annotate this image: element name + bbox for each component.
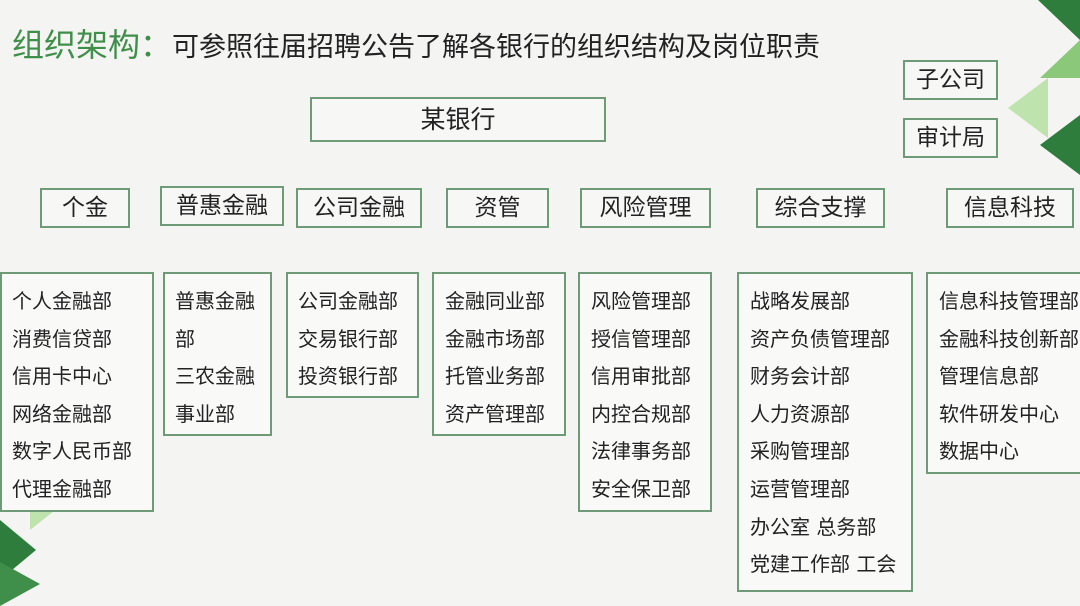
list-item: 管理信息部: [939, 364, 1039, 389]
list-item: 资产管理部: [445, 401, 545, 426]
category-header: 信息科技: [946, 188, 1074, 228]
list-item: 安全保卫部: [591, 476, 691, 501]
left-triangle-green: [0, 562, 40, 606]
side-box-audit: 审计局: [903, 118, 998, 158]
list-item: 信用审批部: [591, 364, 691, 389]
list-item: 资产负债管理部: [750, 326, 890, 351]
category-list-retail: 个人金融部 消费信贷部 信用卡中心 网络金融部 数字人民币部 代理金融部: [0, 272, 154, 512]
corner-triangle-light: [1040, 40, 1080, 78]
category-header: 综合支撑: [756, 188, 885, 228]
list-item: 金融科技创新部: [939, 326, 1079, 351]
right-triangle-dark: [1040, 115, 1080, 175]
list-item: 普惠金融: [175, 289, 255, 313]
category-header: 个金: [40, 188, 130, 228]
root-node: 某银行: [310, 97, 606, 142]
list-item: 事业部: [175, 401, 235, 426]
list-item: 信息科技管理部: [939, 289, 1079, 313]
title-prefix: 组织架构：: [12, 26, 173, 64]
list-item: 财务会计部: [750, 364, 850, 389]
list-item: 托管业务部: [445, 364, 545, 389]
list-item: 软件研发中心: [939, 401, 1059, 426]
list-item: 金融同业部: [445, 289, 545, 313]
list-item: 数字人民币部: [12, 439, 132, 464]
corner-triangle-dark: [1038, 0, 1080, 40]
category-header: 普惠金融: [160, 186, 284, 226]
list-item: 法律事务部: [591, 439, 691, 464]
list-item: 授信管理部: [591, 326, 691, 351]
category-list-corporate: 公司金融部 交易银行部 投资银行部: [286, 272, 419, 398]
category-list-asset-mgmt: 金融同业部 金融市场部 托管业务部 资产管理部: [432, 272, 566, 436]
category-list-support: 战略发展部 资产负债管理部 财务会计部 人力资源部 采购管理部 运营管理部 办公…: [737, 272, 913, 592]
list-item: 三农金融: [175, 364, 255, 389]
list-item: 个人金融部: [12, 289, 112, 313]
category-list-inclusive: 普惠金融 部 三农金融 事业部: [163, 272, 272, 436]
list-item: 部: [175, 326, 195, 351]
list-item: 代理金融部: [12, 476, 112, 501]
list-item: 金融市场部: [445, 326, 545, 351]
list-item: 采购管理部: [750, 439, 850, 464]
list-item: 战略发展部: [750, 289, 850, 313]
list-item: 数据中心: [939, 439, 1019, 464]
list-item: 网络金融部: [12, 401, 112, 426]
list-item: 人力资源部: [750, 401, 850, 426]
category-header: 风险管理: [580, 188, 711, 228]
category-header: 公司金融: [296, 188, 422, 228]
page-title: 组织架构：可参照往届招聘公告了解各银行的组织结构及岗位职责: [12, 20, 820, 66]
list-item: 内控合规部: [591, 401, 691, 426]
list-item: 风险管理部: [591, 289, 691, 313]
list-item: 交易银行部: [298, 326, 398, 351]
list-item: 办公室 总务部: [750, 514, 877, 539]
list-item: 公司金融部: [298, 289, 398, 313]
list-item: 党建工作部 工会: [750, 552, 897, 577]
list-item: 消费信贷部: [12, 326, 112, 351]
list-item: 投资银行部: [298, 364, 398, 389]
category-list-it: 信息科技管理部 金融科技创新部 管理信息部 软件研发中心 数据中心: [926, 272, 1080, 474]
category-header: 资管: [446, 188, 549, 228]
side-box-subsidiary: 子公司: [903, 60, 998, 100]
category-list-risk: 风险管理部 授信管理部 信用审批部 内控合规部 法律事务部 安全保卫部: [578, 272, 712, 512]
list-item: 运营管理部: [750, 476, 850, 501]
list-item: 信用卡中心: [12, 364, 112, 389]
title-rest: 可参照往届招聘公告了解各银行的组织结构及岗位职责: [172, 32, 821, 63]
